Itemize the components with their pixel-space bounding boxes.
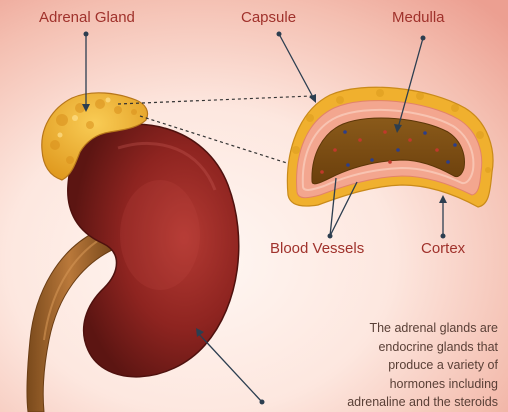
ureter bbox=[26, 231, 113, 412]
adrenal-gland-label: Adrenal Gland bbox=[39, 9, 135, 26]
description-line: produce a variety of bbox=[388, 358, 498, 372]
description-line: hormones including bbox=[389, 376, 498, 391]
adrenal-gland bbox=[41, 92, 149, 181]
kidney bbox=[67, 123, 240, 378]
medulla-label: Medulla bbox=[392, 9, 445, 26]
description-text: The adrenal glands are endocrine glands … bbox=[278, 319, 498, 412]
blood-vessels-label: Blood Vessels bbox=[270, 240, 365, 257]
zoom-lines bbox=[117, 95, 313, 165]
description-line: endocrine glands that bbox=[378, 339, 498, 354]
cortex-label: Cortex bbox=[421, 240, 466, 257]
pointer-lines bbox=[82, 31, 447, 405]
adrenal-cross-section bbox=[286, 86, 494, 208]
description-line: adrenaline and the steroids bbox=[347, 395, 498, 409]
capsule-label: Capsule bbox=[241, 9, 297, 26]
description-line: The adrenal glands are bbox=[369, 321, 498, 335]
